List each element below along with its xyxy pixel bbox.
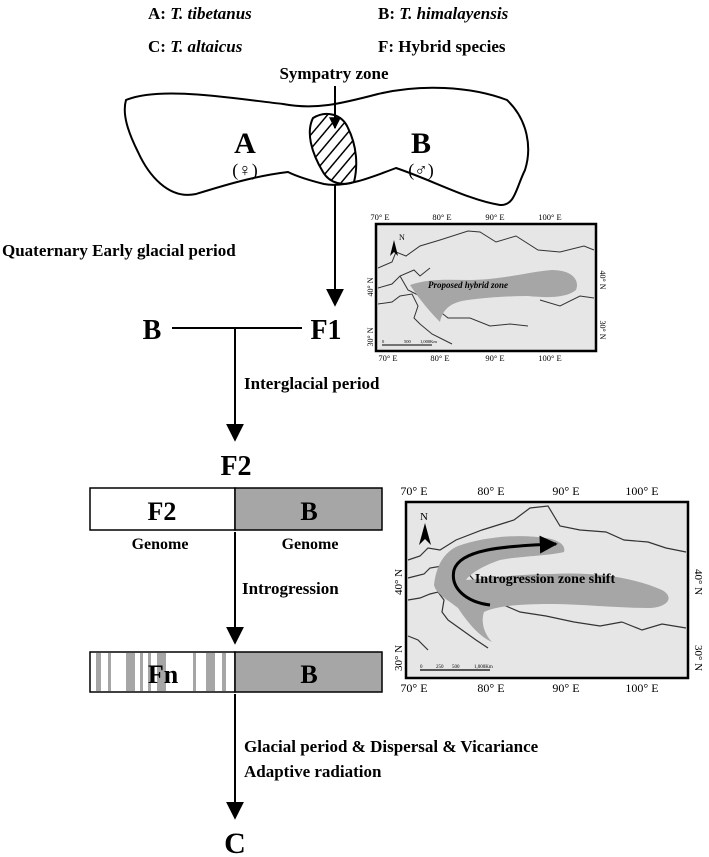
legend-c: C: T. altaicus: [148, 37, 243, 56]
region-a-letter: A: [234, 127, 256, 160]
genome1-f2-label: F2: [148, 497, 177, 526]
map2-shift-arrow: [451, 535, 558, 607]
map1-north-arrow: [390, 240, 398, 256]
map1-lon-80-bottom: 80° E: [430, 353, 449, 363]
f2-label: F2: [220, 451, 251, 482]
map2-scale-1000: 1,000Km: [474, 665, 493, 670]
map2-north-arrow: [419, 523, 431, 545]
sympatry-zone-label: Sympatry zone: [279, 64, 389, 83]
map1-lon-100-bottom: 100° E: [538, 353, 561, 363]
map2-lon-70-bottom: 70° E: [400, 681, 427, 695]
final-species-c: C: [224, 827, 246, 857]
map2-lon-90: 90° E: [552, 484, 579, 498]
map2-lon-70: 70° E: [400, 484, 427, 498]
map1-zone-label: Proposed hybrid zone: [428, 280, 508, 290]
map1-lon-90-bottom: 90° E: [485, 353, 504, 363]
map1-scale-500: 500: [404, 339, 412, 344]
map1-lon-90: 90° E: [485, 212, 504, 222]
map2-lat-30-left: 30° N: [393, 645, 405, 671]
stage4-label-line1: Glacial period & Dispersal & Vicariance: [244, 737, 539, 756]
map1-lat-40-right: 40° N: [598, 271, 607, 290]
map1-lat-30-right: 30° N: [598, 321, 607, 340]
genome1-right-caption: Genome: [282, 536, 339, 553]
genome1-b-segment: [234, 487, 383, 531]
genome2-fn-label: Fn: [148, 660, 179, 689]
map2-lon-90-bottom: 90° E: [552, 681, 579, 695]
legend-b: B: T. himalayensis: [378, 4, 509, 23]
map2-lat-30-right: 30° N: [692, 645, 704, 671]
map1-scale-1000: 1,000Km: [420, 339, 437, 345]
genome2-b-label: B: [300, 660, 317, 689]
genome2-b-segment: [234, 651, 383, 693]
map2-lon-100: 100° E: [625, 484, 658, 498]
map1-north-label: N: [399, 233, 405, 242]
map2-lon-80-bottom: 80° E: [477, 681, 504, 695]
legend-a: A: T. tibetanus: [148, 4, 252, 23]
map1-hybrid-zone: [410, 270, 577, 322]
map1-lon-80: 80° E: [432, 212, 451, 222]
stage2-label: Interglacial period: [244, 374, 380, 393]
map2-lat-40-left: 40° N: [393, 569, 405, 595]
genome1-b-label: B: [300, 497, 317, 526]
map1-lon-70-bottom: 70° E: [378, 353, 397, 363]
stage4-label-line2: Adaptive radiation: [244, 762, 382, 781]
region-b-letter: B: [411, 127, 431, 160]
introgressed-blocks: [96, 653, 226, 691]
map2-lon-100-bottom: 100° E: [625, 681, 658, 695]
map2-introgression-zone: [434, 536, 669, 642]
map1-lon-100: 100° E: [538, 212, 561, 222]
genome1-left-caption: Genome: [132, 536, 189, 553]
map2-scale-0: 0: [420, 665, 423, 670]
stage1-label: Quaternary Early glacial period: [2, 241, 236, 260]
map2: 70° E 80° E 90° E 100° E Introgression z…: [393, 484, 704, 695]
region-a-female: (♀): [232, 160, 258, 181]
sympatry-zone: [308, 112, 358, 185]
map1-lat-40-left: 40° N: [366, 277, 375, 296]
cross-parent-f1: F1: [310, 315, 341, 346]
map2-lon-80: 80° E: [477, 484, 504, 498]
map2-zone-label: Introgression zone shift: [475, 572, 616, 587]
map2-scale-500: 500: [452, 665, 460, 670]
legend-f: F: Hybrid species: [378, 37, 506, 56]
map2-north-label: N: [420, 511, 428, 523]
map1-scale-0: 0: [382, 339, 385, 344]
map1-lon-70: 70° E: [370, 212, 389, 222]
map2-scale-250: 250: [436, 665, 444, 670]
stage3-label: Introgression: [242, 579, 339, 598]
region-b-male: (♂): [408, 160, 434, 181]
map1: 70° E 80° E 90° E 100° E Proposed hybrid…: [366, 212, 607, 363]
cross-parent-b: B: [143, 315, 162, 346]
map1-lat-30-left: 30° N: [366, 327, 375, 346]
map2-lat-40-right: 40° N: [692, 569, 704, 595]
distribution-range: [123, 86, 530, 207]
